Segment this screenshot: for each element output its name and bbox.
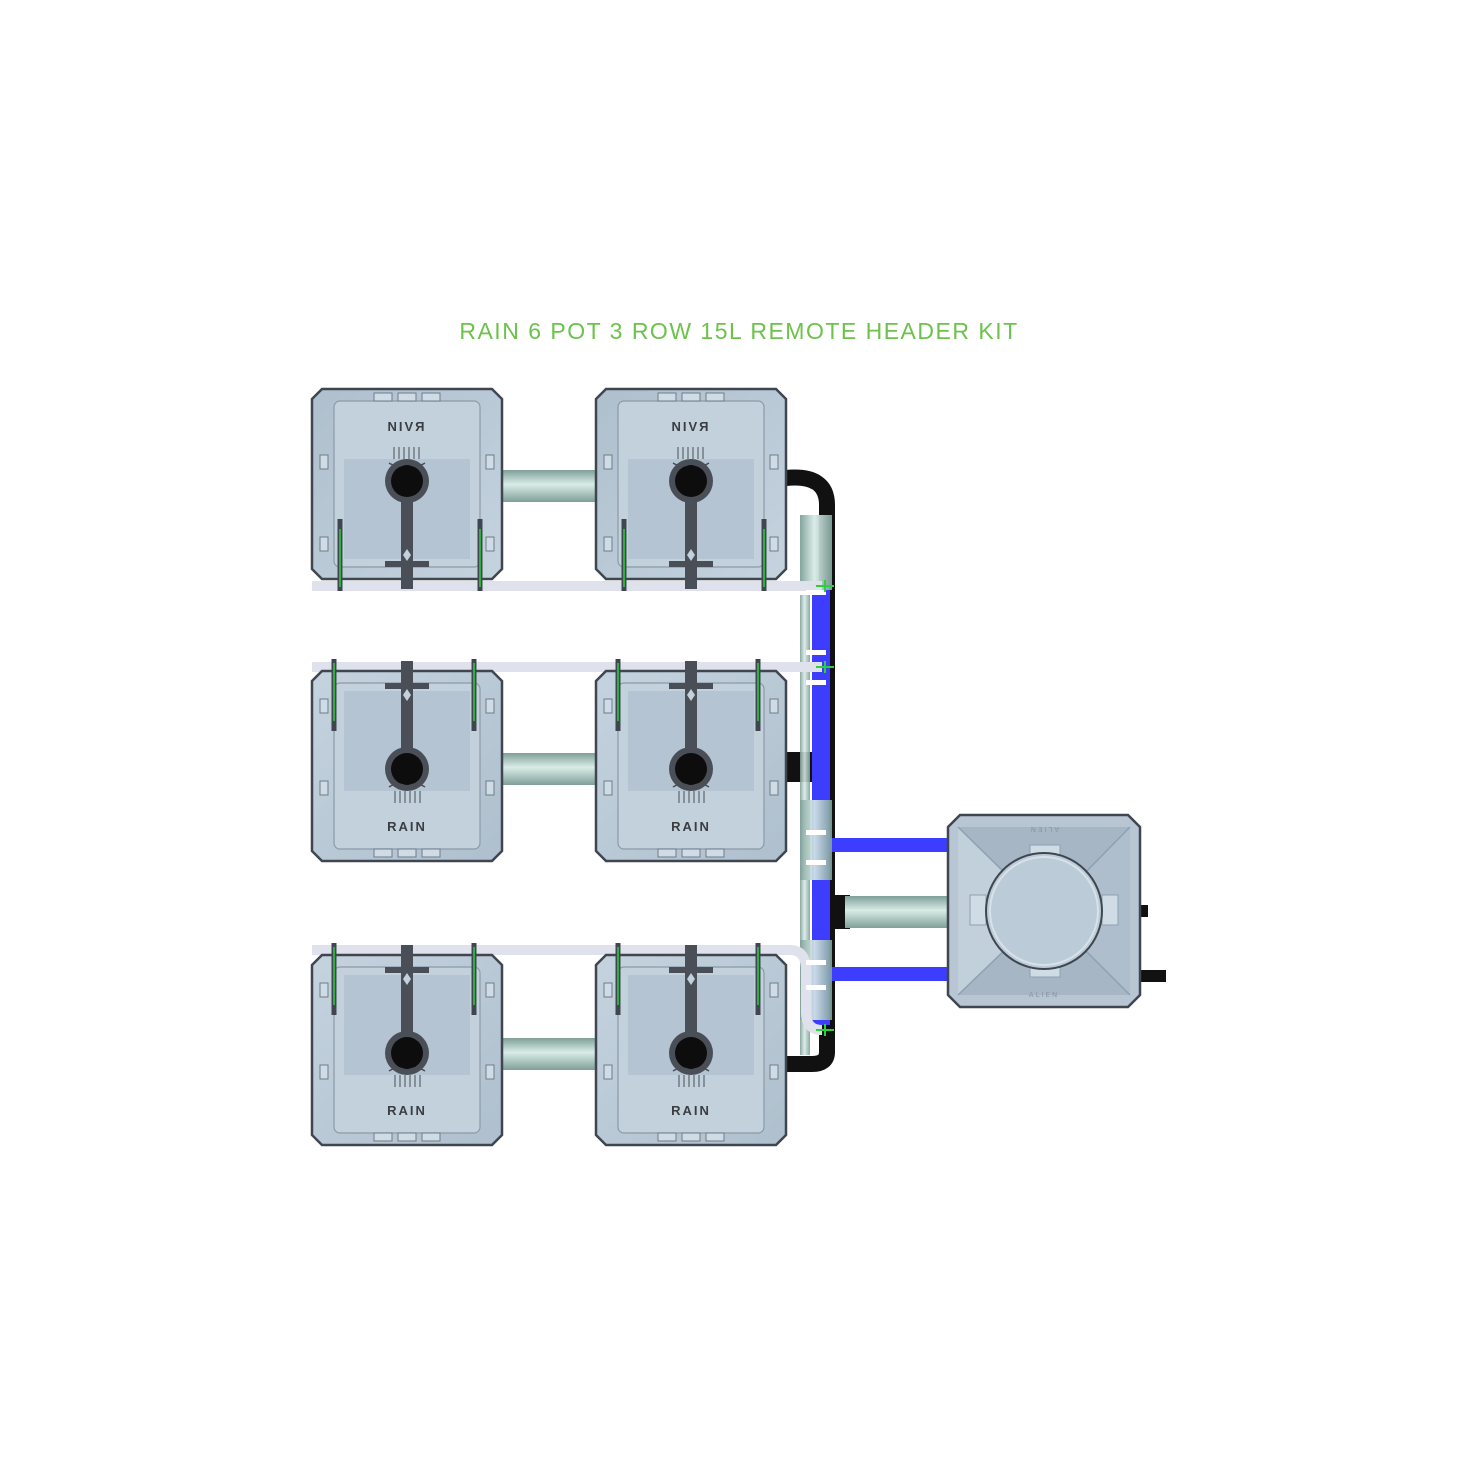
pot-logo: RAIN — [671, 819, 711, 834]
grow-pot: RAIN — [310, 659, 504, 863]
pot-logo: RAIN — [671, 1103, 711, 1118]
header-logo-bottom: ALIEN — [1029, 991, 1059, 999]
irrigation-line — [312, 581, 826, 1035]
grow-pot: NIVЯ — [310, 387, 504, 591]
pot-logo: NIVЯ — [671, 419, 710, 434]
pot-connector-pipe — [500, 470, 951, 1070]
remote-header-tank: ALIEN ALIEN — [946, 813, 1166, 1009]
pot-logo: NIVЯ — [387, 419, 426, 434]
kit-title: RAIN 6 POT 3 ROW 15L REMOTE HEADER KIT — [459, 318, 1019, 344]
tee-clip — [816, 580, 834, 1036]
grow-pot: RAIN — [594, 659, 788, 863]
grow-pot: RAIN — [594, 943, 788, 1147]
grow-pot: NIVЯ — [594, 387, 788, 591]
grow-pot: RAIN — [310, 943, 504, 1147]
pot-logo: RAIN — [387, 1103, 427, 1118]
header-logo-top: ALIEN — [1029, 825, 1059, 833]
pot-grid: NIVЯ NIVЯ RAIN RAIN RAIN RAIN — [310, 387, 788, 1147]
pot-logo: RAIN — [387, 819, 427, 834]
tank-lid — [985, 852, 1103, 970]
